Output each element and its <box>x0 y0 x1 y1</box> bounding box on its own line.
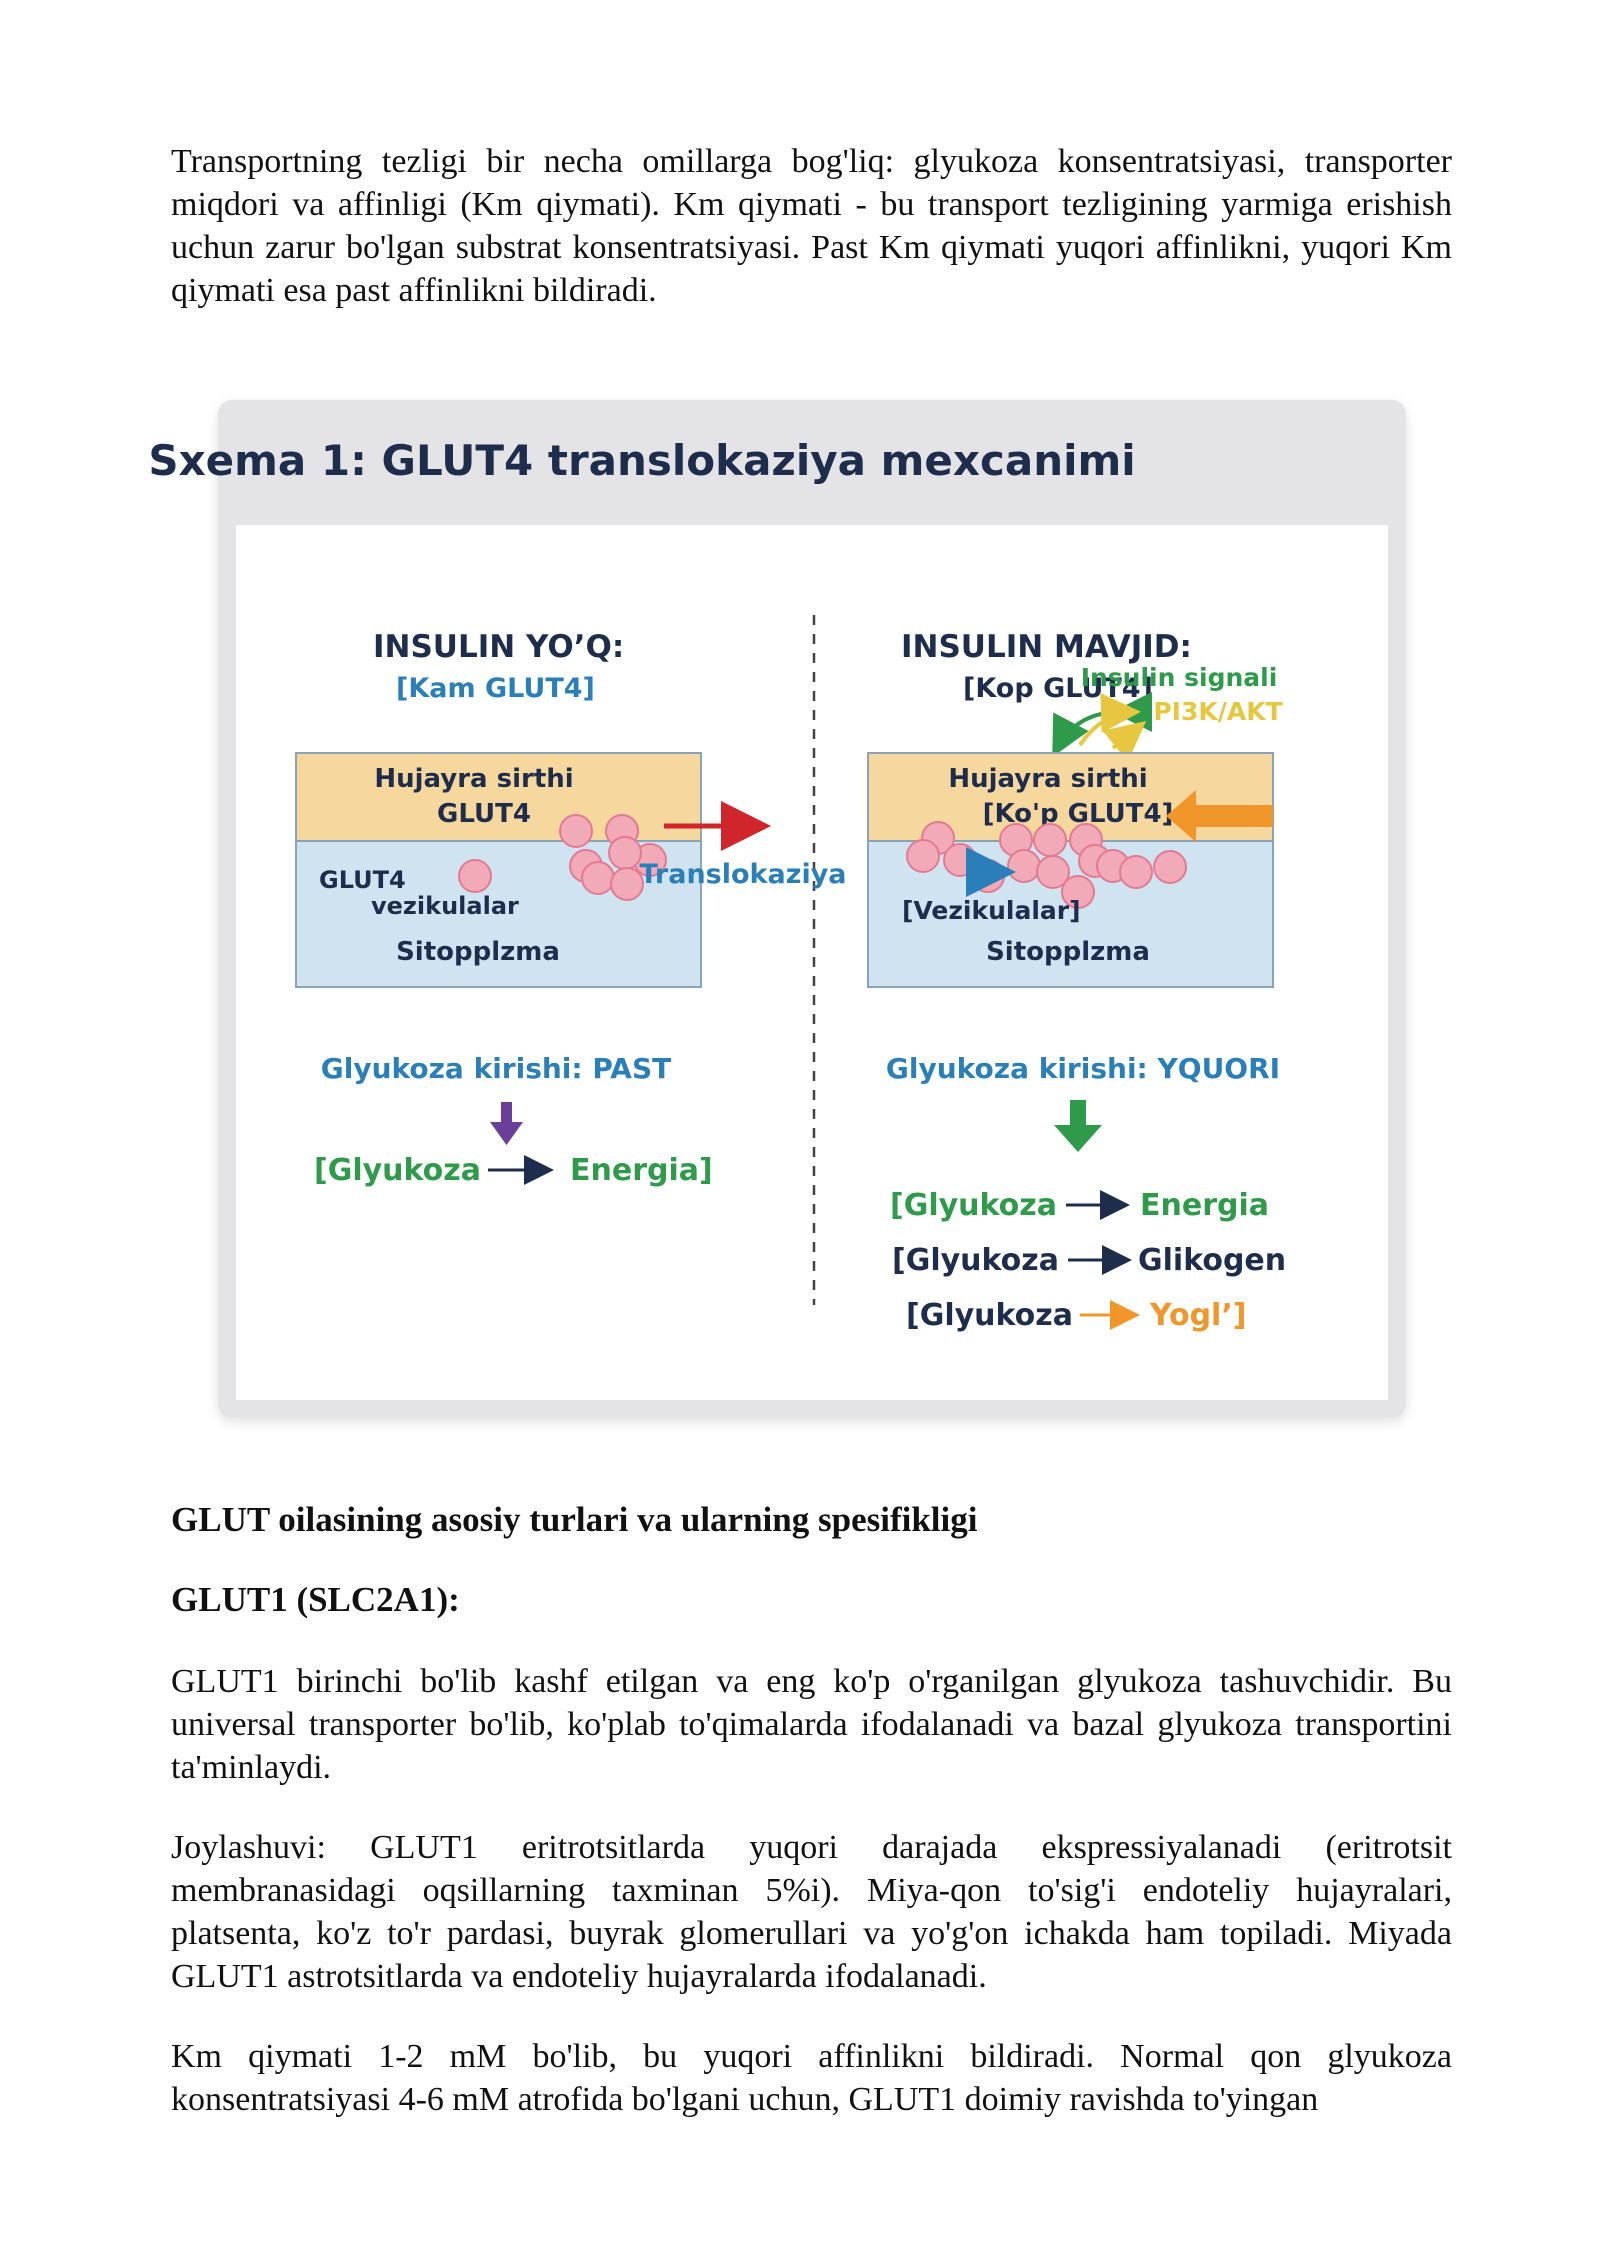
left-uptake-label: Glyukoza kirishi: PAST <box>321 1052 671 1085</box>
pi3k-arrow <box>1078 693 1141 747</box>
right-membrane-label: Hujayra sirthi <box>948 764 1147 794</box>
right-flow3-from: [Glyukoza <box>906 1298 1073 1333</box>
left-membrane-glut4: GLUT4 <box>437 799 531 829</box>
section-heading: GLUT oilasining asosiy turlari va ularni… <box>171 1500 978 1539</box>
intro-paragraph: Transportning tezligi bir necha omillarg… <box>171 143 1452 309</box>
right-uptake-label: Glyukoza kirishi: YQUORI <box>886 1052 1280 1085</box>
insulin-orange-arrow <box>1166 790 1273 842</box>
right-heading: INSULIN MAVJID: <box>901 629 1192 665</box>
glut1-description-paragraph: GLUT1 birinchi bo'lib kashf etilgan va e… <box>171 1663 1452 1786</box>
left-down-arrow <box>490 1102 523 1145</box>
figure-title: Sxema 1: GLUT4 translokaziya mexcanimi <box>148 436 1135 485</box>
glut1-heading: GLUT1 (SLC2A1): <box>171 1580 460 1619</box>
left-vesicle-group <box>458 814 667 901</box>
left-subheading: [Kam GLUT4] <box>396 673 595 704</box>
left-flow-to: Energia] <box>570 1153 713 1188</box>
pi3k-akt-label: PI3K/AKT <box>1153 697 1282 726</box>
pi3k-arrow-2 <box>1102 720 1147 762</box>
left-cytoplasm-label: Sitopplzma <box>396 937 560 967</box>
right-cytoplasm-label: Sitopplzma <box>986 937 1150 967</box>
figure-svg: Sxema 1: GLUT4 translokaziya mexcanimi I… <box>148 436 1388 1400</box>
glut1-location-paragraph: Joylashuvi: GLUT1 eritrotsitlarda yuqori… <box>171 1829 1452 1995</box>
left-vesicles-label: GLUT4 <box>319 866 406 894</box>
glut1-km-paragraph: Km qiymati 1-2 mM bo'lib, bu yuqori affi… <box>171 2038 1452 2118</box>
right-flow1-to: Energia <box>1140 1188 1269 1223</box>
right-flow3-to: Yogl’] <box>1149 1298 1246 1333</box>
right-flow2-from: [Glyukoza <box>892 1243 1059 1278</box>
left-heading: INSULIN YO’Q: <box>373 629 624 665</box>
insulin-signal-label: Insulin signali <box>1081 663 1278 692</box>
left-flow-from: [Glyukoza <box>314 1153 481 1188</box>
right-flow2-to: Glikogen <box>1138 1243 1286 1278</box>
translocation-label: Translokaziya <box>639 859 846 890</box>
right-flow1-from: [Glyukoza <box>890 1188 1057 1223</box>
left-cytoplasm <box>295 840 702 988</box>
figure-glut4-scheme: Sxema 1: GLUT4 translokaziya mexcanimi I… <box>148 400 1406 1418</box>
left-membrane-label: Hujayra sirthi <box>374 764 573 794</box>
right-vesicles-label: [Vezikulalar] <box>902 896 1081 925</box>
left-vesicles-label-2: vezikulalar <box>371 892 519 920</box>
right-down-arrow <box>1054 1100 1102 1152</box>
